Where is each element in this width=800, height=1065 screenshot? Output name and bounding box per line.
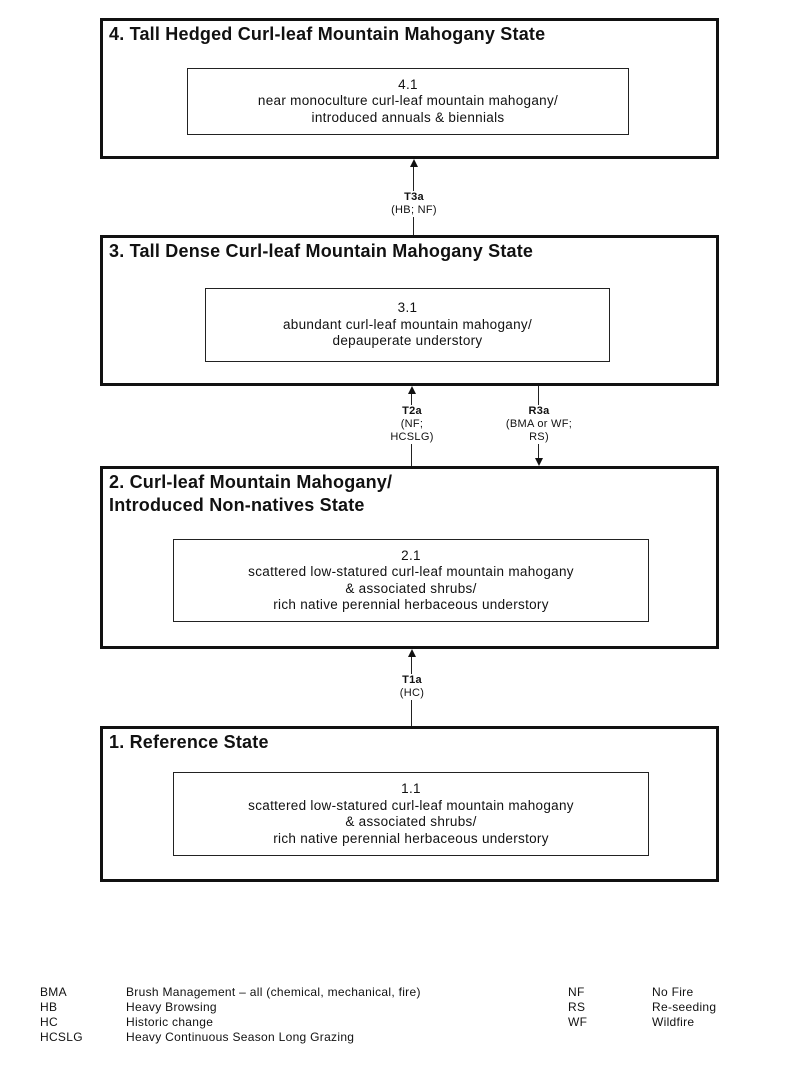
r3a-arrowhead: [535, 458, 543, 466]
phase-3-1-line-1: abundant curl-leaf mountain mahogany/: [282, 316, 532, 332]
legend-meaning: Brush Management – all (chemical, mechan…: [126, 985, 421, 999]
phase-2-1-line-2: & associated shrubs/: [345, 580, 477, 596]
t3a-arrowhead: [410, 159, 418, 167]
t2a-arrowhead: [408, 386, 416, 394]
t2a-code: T2a: [402, 405, 422, 417]
state-1-box: 1. Reference State 1.1 scattered low-sta…: [100, 726, 719, 882]
phase-2-1-box: 2.1 scattered low-statured curl-leaf mou…: [173, 539, 649, 622]
phase-1-1-line-1: scattered low-statured curl-leaf mountai…: [248, 797, 574, 813]
r3a-code: R3a: [528, 405, 550, 417]
phase-1-1-line-3: rich native perennial herbaceous underst…: [273, 830, 549, 846]
state-2-box: 2. Curl-leaf Mountain Mahogany/ Introduc…: [100, 466, 719, 649]
phase-2-1-line-1: scattered low-statured curl-leaf mountai…: [248, 564, 574, 579]
legend-abbr: WF: [568, 1015, 588, 1029]
phase-1-1-line-2: & associated shrubs/: [345, 814, 477, 829]
t2a-detail-2: HCSLG): [390, 431, 434, 443]
legend-meaning: Heavy Continuous Season Long Grazing: [126, 1030, 355, 1044]
state-4-box: 4. Tall Hedged Curl-leaf Mountain Mahoga…: [100, 18, 719, 159]
t1a-arrowhead: [408, 649, 416, 657]
state-2-title: 2. Curl-leaf Mountain Mahogany/ Introduc…: [109, 472, 393, 515]
legend-abbr: NF: [568, 985, 585, 999]
legend-meaning: Wildfire: [652, 1015, 695, 1029]
legend-abbr: BMA: [40, 985, 67, 999]
r3a-detail-2: RS): [529, 431, 549, 443]
t1a-label: T1a (HC): [381, 674, 443, 700]
state-3-title: 3. Tall Dense Curl-leaf Mountain Mahogan…: [109, 241, 534, 261]
phase-3-1-line-2: depauperate understory: [332, 333, 483, 349]
state-3-box: 3. Tall Dense Curl-leaf Mountain Mahogan…: [100, 235, 719, 386]
phase-4-1-line-1: near monoculture curl-leaf mountain maho…: [257, 93, 559, 109]
t3a-detail: (HB; NF): [391, 204, 437, 216]
legend-meaning: Heavy Browsing: [126, 1000, 217, 1014]
r3a-detail-1: (BMA or WF;: [505, 418, 573, 430]
legend-abbr: HC: [40, 1015, 58, 1029]
t2a-label: T2a (NF; HCSLG): [366, 405, 458, 444]
r3a-label: R3a (BMA or WF; RS): [482, 405, 596, 444]
legend-abbr: HCSLG: [40, 1030, 83, 1044]
legend-meaning: No Fire: [652, 985, 694, 999]
t2a-detail-1: (NF;: [400, 418, 424, 430]
legend-meaning: Re-seeding: [652, 1000, 717, 1014]
phase-2-1-id: 2.1: [401, 547, 421, 563]
phase-4-1-box: 4.1 near monoculture curl-leaf mountain …: [187, 68, 629, 135]
t1a-detail: (HC): [399, 687, 425, 699]
state-4-title: 4. Tall Hedged Curl-leaf Mountain Mahoga…: [109, 24, 546, 44]
phase-1-1-box: 1.1 scattered low-statured curl-leaf mou…: [173, 772, 649, 856]
state-1-title: 1. Reference State: [109, 732, 269, 752]
t3a-label: T3a (HB; NF): [373, 191, 455, 217]
phase-4-1-id: 4.1: [398, 76, 418, 92]
phase-2-1-line-3: rich native perennial herbaceous underst…: [273, 597, 549, 612]
t1a-code: T1a: [402, 674, 422, 686]
phase-1-1-id: 1.1: [401, 781, 421, 796]
t3a-code: T3a: [404, 191, 424, 203]
legend-meaning: Historic change: [126, 1015, 214, 1029]
phase-3-1-id: 3.1: [397, 300, 418, 316]
phase-4-1-line-2: introduced annuals & biennials: [311, 109, 505, 125]
phase-3-1-box: 3.1 abundant curl-leaf mountain mahogany…: [205, 288, 610, 362]
legend-abbr: RS: [568, 1000, 586, 1014]
legend-abbr: HB: [40, 1000, 58, 1014]
